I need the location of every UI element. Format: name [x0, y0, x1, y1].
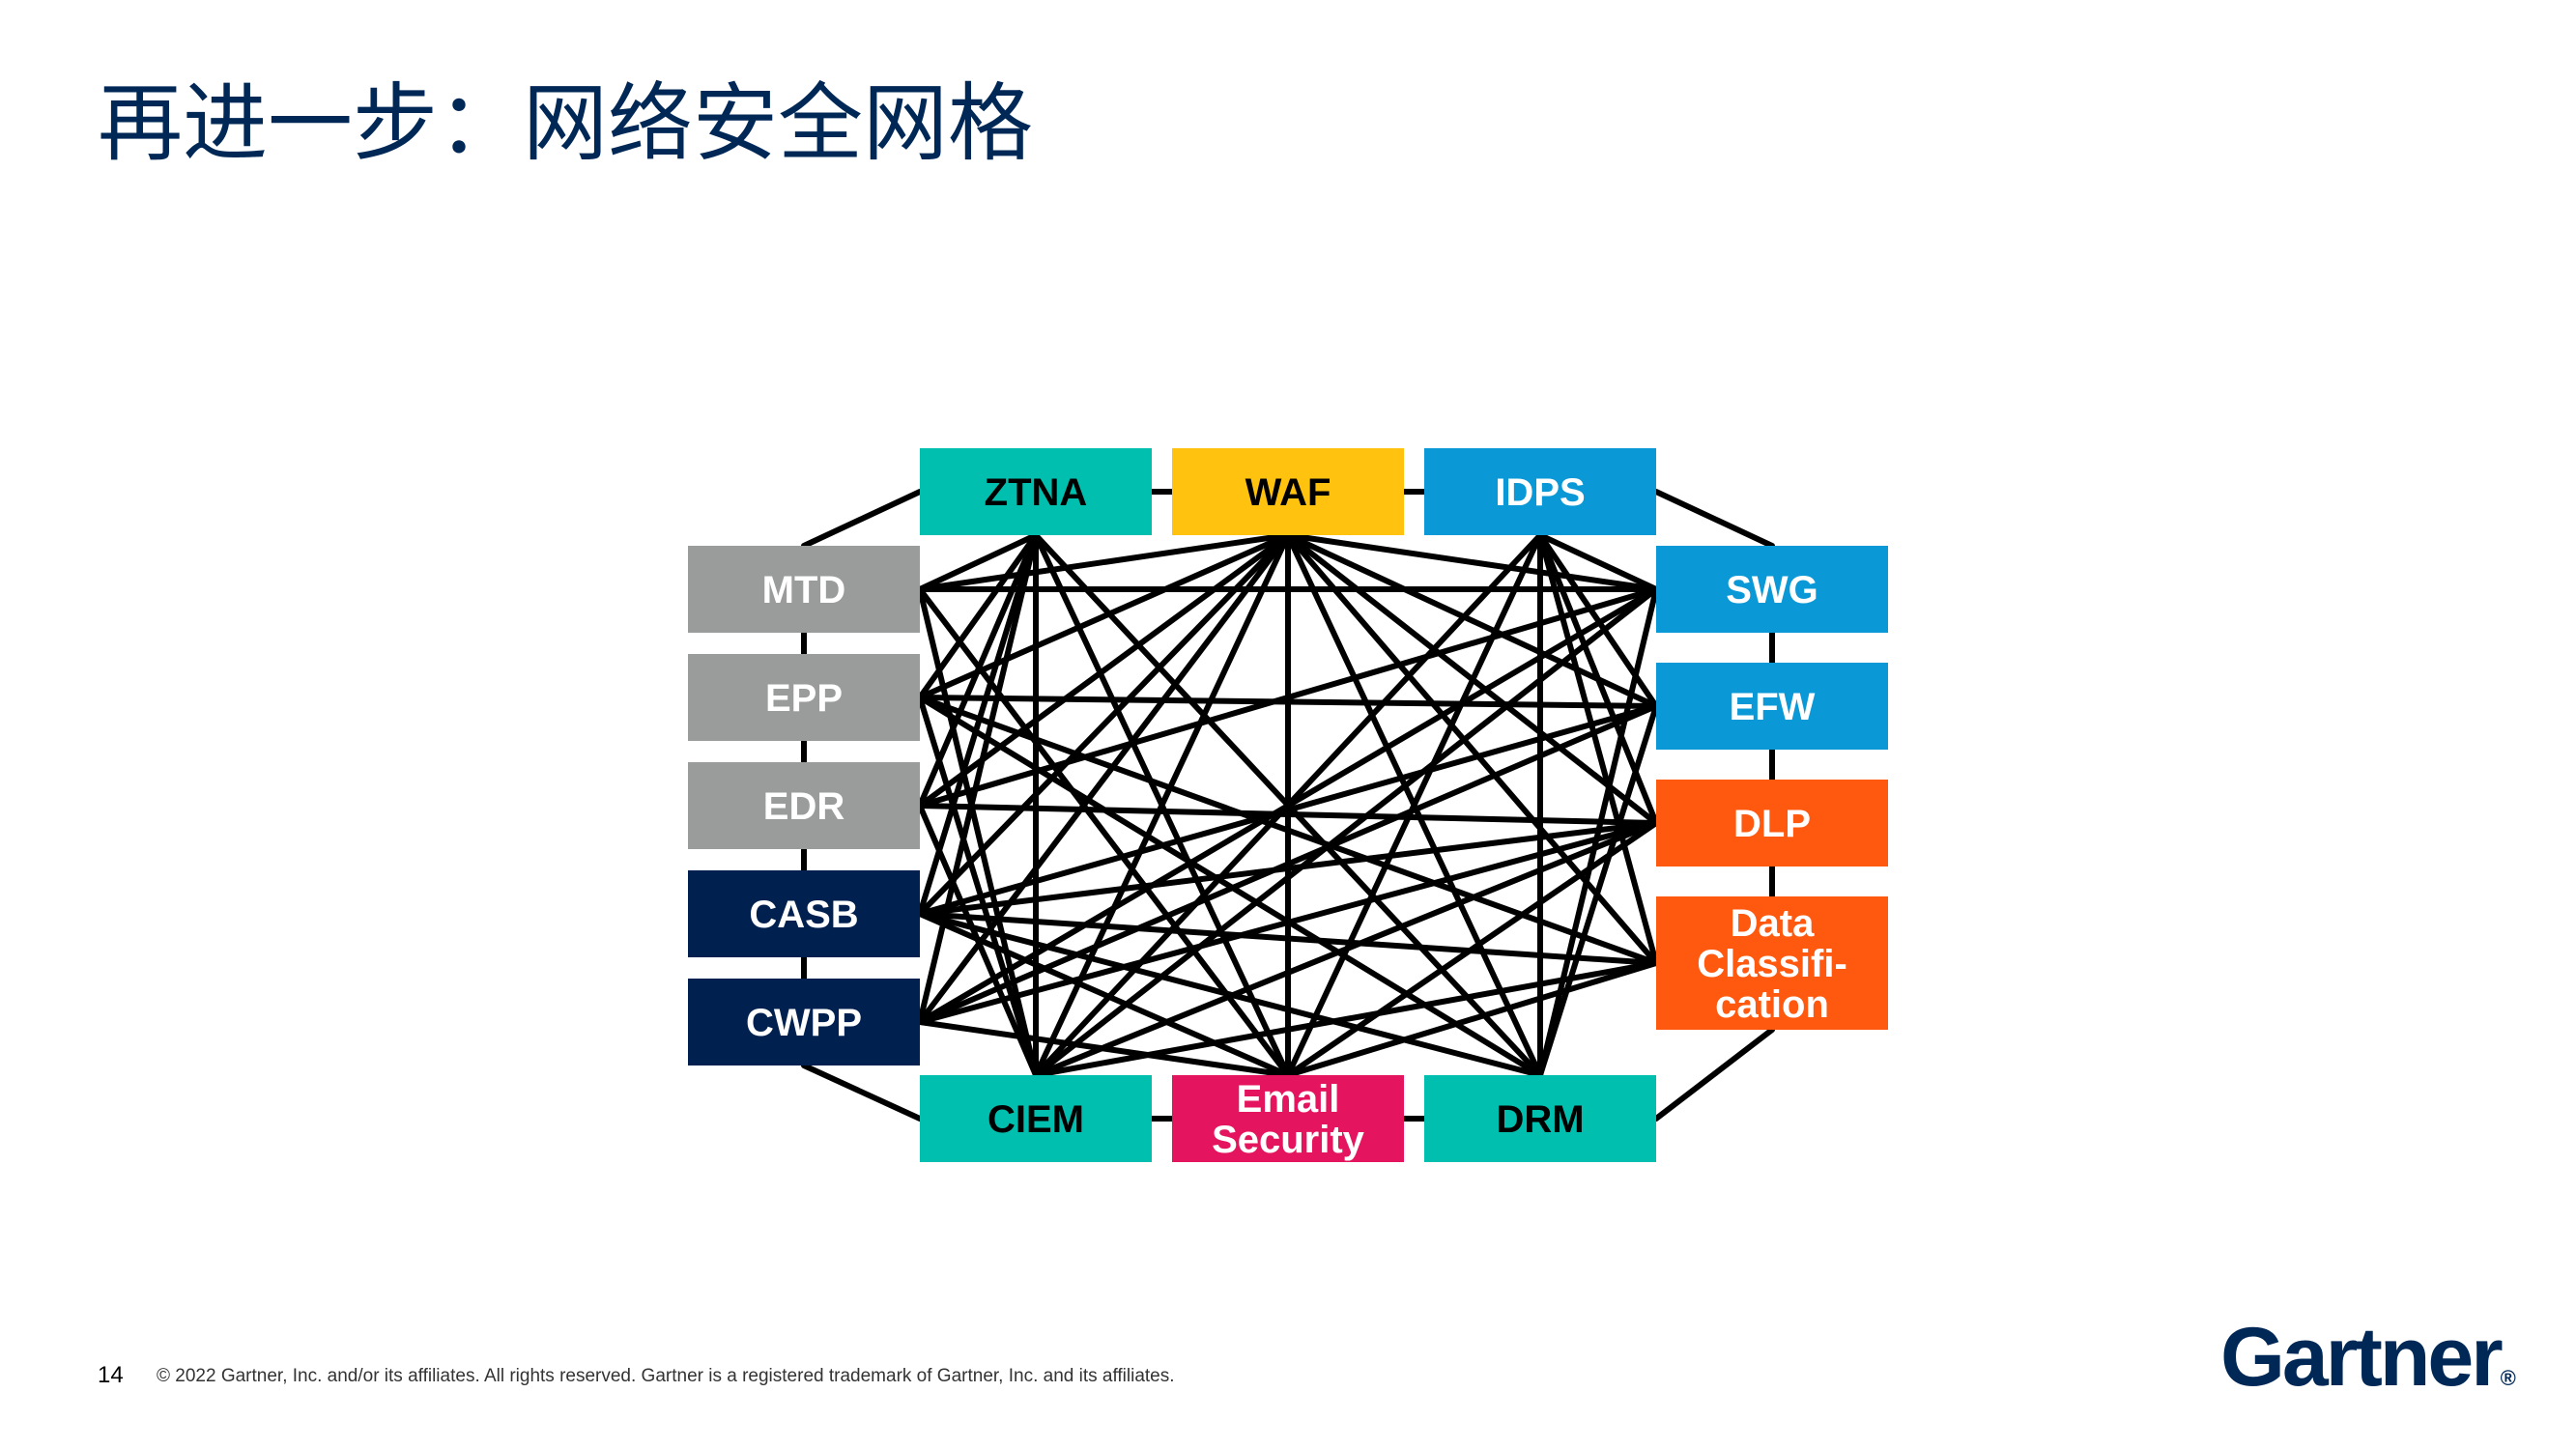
node-epp-label: EPP — [765, 677, 843, 720]
node-epp: EPP — [688, 654, 920, 741]
mesh-connector-epp-dataclass — [917, 695, 1659, 966]
node-ciem: CIEM — [920, 1075, 1152, 1162]
node-mtd: MTD — [688, 546, 920, 633]
mesh-connector-waf-edr — [917, 532, 1291, 809]
mesh-connector-cwpp-swg — [917, 586, 1659, 1025]
node-efw-box — [1656, 663, 1888, 750]
node-swg-box — [1656, 546, 1888, 633]
node-idps: IDPS — [1424, 448, 1656, 535]
node-drm-box — [1424, 1075, 1656, 1162]
node-dlp: DLP — [1656, 780, 1888, 867]
mesh-connector-epp-ciem — [917, 695, 1039, 1078]
node-dataclass-box — [1656, 896, 1888, 1030]
node-mtd-box — [688, 546, 920, 633]
mesh-connector-casb-dlp — [917, 820, 1659, 917]
node-idps-label: IDPS — [1495, 471, 1585, 514]
mesh-connector-casb-efw — [917, 703, 1659, 917]
gartner-logo: Gartner® — [2220, 1310, 2516, 1406]
gartner-logo-text: Gartner — [2220, 1311, 2504, 1404]
node-cwpp-label: CWPP — [746, 1002, 862, 1044]
mesh-connectors — [917, 532, 1659, 1078]
node-dlp-label: DLP — [1733, 803, 1811, 845]
node-ciem-label: CIEM — [987, 1098, 1084, 1141]
node-cwpp-box — [688, 979, 920, 1065]
node-ztna: ZTNA — [920, 448, 1152, 535]
mesh-connector-edr-dlp — [917, 803, 1659, 826]
node-casb-label: CASB — [749, 894, 858, 936]
mesh-connector-drm-efw — [1537, 703, 1659, 1078]
mesh-connector-email-dlp — [1285, 820, 1659, 1078]
ring-connector-idps-swg — [1653, 489, 1775, 549]
node-edr: EDR — [688, 762, 920, 849]
mesh-connector-ciem-swg — [1033, 586, 1659, 1078]
ring-connectors — [801, 489, 1775, 1122]
node-mtd-label: MTD — [762, 569, 846, 611]
mesh-connector-idps-dataclass — [1537, 532, 1659, 966]
node-waf-label: WAF — [1245, 471, 1331, 514]
mesh-connector-ciem-dlp — [1033, 820, 1659, 1078]
registered-mark-icon: ® — [2500, 1366, 2516, 1390]
slide-title: 再进一步：网络安全网格 — [98, 73, 1034, 173]
mesh-connector-waf-swg — [1285, 532, 1659, 592]
mesh-connector-idps-swg — [1537, 532, 1659, 592]
mesh-connector-drm-swg — [1537, 586, 1659, 1078]
node-swg: SWG — [1656, 546, 1888, 633]
node-ciem-box — [920, 1075, 1152, 1162]
node-edr-label: EDR — [763, 785, 845, 828]
mesh-connector-ztna-cwpp — [917, 532, 1039, 1025]
node-edr-box — [688, 762, 920, 849]
node-dlp-box — [1656, 780, 1888, 867]
node-dataclass-label: cation — [1715, 983, 1829, 1026]
node-swg-label: SWG — [1726, 569, 1818, 611]
mesh-connector-waf-mtd — [917, 532, 1291, 592]
page-number: 14 — [98, 1362, 124, 1388]
ring-connector-dataclass-drm — [1653, 1027, 1775, 1122]
node-idps-box — [1424, 448, 1656, 535]
ring-connector-mtd-ztna — [801, 489, 923, 549]
mesh-connector-casb-email — [917, 911, 1291, 1078]
ring-connector-ciem-cwpp — [801, 1063, 923, 1122]
mesh-connector-cwpp-dlp — [917, 820, 1659, 1025]
node-cwpp: CWPP — [688, 979, 920, 1065]
node-efw-label: EFW — [1730, 686, 1816, 728]
mesh-connector-ciem-dataclass — [1033, 960, 1659, 1078]
mesh-connector-edr-swg — [917, 586, 1659, 809]
copyright-notice: © 2022 Gartner, Inc. and/or its affiliat… — [157, 1366, 1175, 1386]
node-email-label: Security — [1212, 1119, 1365, 1161]
node-email-label: Email — [1237, 1078, 1340, 1121]
node-efw: EFW — [1656, 663, 1888, 750]
node-ztna-box — [920, 448, 1152, 535]
mesh-connector-casb-dataclass — [917, 911, 1659, 966]
node-drm-label: DRM — [1496, 1098, 1584, 1141]
node-drm: DRM — [1424, 1075, 1656, 1162]
node-dataclass-label: Classifi- — [1697, 943, 1847, 985]
node-casb: CASB — [688, 870, 920, 957]
node-waf: WAF — [1172, 448, 1404, 535]
component-boxes: ZTNA WAF IDPS MTD EPP EDR CASB CWPP SWG EFW DLP Dat… — [688, 448, 1888, 1162]
node-epp-box — [688, 654, 920, 741]
mesh-connector-email-dataclass — [1285, 960, 1659, 1078]
mesh-connector-epp-efw — [917, 695, 1659, 709]
node-waf-box — [1172, 448, 1404, 535]
node-ztna-label: ZTNA — [985, 471, 1088, 514]
node-casb-box — [688, 870, 920, 957]
node-dataclass-label: Data — [1731, 902, 1815, 945]
mesh-connector-cwpp-efw — [917, 703, 1659, 1025]
mesh-connector-ztna-mtd — [917, 532, 1039, 592]
mesh-connector-idps-email — [1285, 532, 1543, 1078]
node-email-box — [1172, 1075, 1404, 1162]
